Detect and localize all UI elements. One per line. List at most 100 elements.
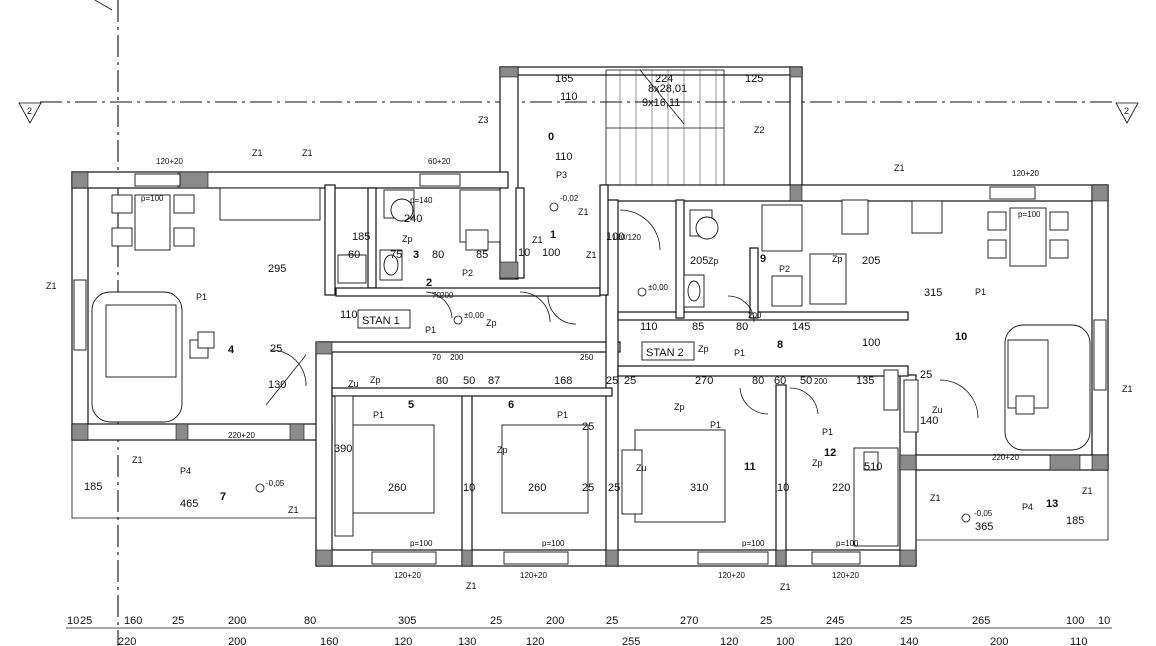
tag-z1-kitchen-b: Z1	[302, 148, 313, 158]
tag-p4-left: P4	[180, 466, 191, 476]
dim-bed-390: 390	[334, 443, 352, 455]
stair-steps-b: 9x16,11	[642, 97, 680, 109]
dim-r9-110: 110	[640, 321, 658, 333]
sill-room12: p=100	[836, 539, 859, 548]
furniture	[91, 187, 1091, 547]
dim-r9-145: 145	[792, 321, 810, 333]
bdim2-1: 200	[228, 636, 246, 646]
dimensions-room4: 295 25 130 110	[268, 263, 358, 391]
dim-r9-205a: 205	[690, 255, 708, 267]
bdim1-4: 200	[228, 615, 246, 627]
room-number-0: 0	[548, 131, 554, 143]
tag-p1-stan1: P1	[425, 325, 436, 335]
dimensions-terraces: 185 465 365 185	[84, 481, 1084, 533]
dim-bed-260a: 260	[388, 482, 406, 494]
tag-p1-stan2: P1	[734, 348, 745, 358]
dim-corr-87: 87	[488, 375, 500, 387]
terraces	[71, 440, 1109, 541]
tag-zp-room6: Zp	[497, 445, 508, 455]
dim-bed-25b: 25	[608, 482, 620, 494]
stan-2-label: STAN 2	[646, 347, 684, 359]
bdim2-0: 220	[118, 636, 136, 646]
dim-corr-250: 250	[580, 353, 594, 362]
tag-p4-right: P4	[1022, 502, 1033, 512]
room-number-10: 10	[955, 331, 967, 343]
dim-room3-185: 185	[352, 231, 370, 243]
tag-z1-bottom-b: Z1	[780, 582, 791, 592]
room-number-2: 2	[426, 277, 432, 289]
dimensions-mid-right: 25 270 80 60 50 200 135 25 140	[624, 369, 938, 427]
dim-mid-25: 25	[624, 375, 636, 387]
dim-room4-110: 110	[340, 309, 358, 321]
axis-marker-right: 2	[1115, 102, 1139, 124]
dimensions-room2: 70 200	[432, 291, 454, 300]
tag-z1-bottom-a: Z1	[466, 581, 477, 591]
dim-mid-80: 80	[752, 375, 764, 387]
level-texts: ±0,00 ±0,00 -0,02 -0,05 -0,05	[266, 194, 993, 518]
room-number-9: 9	[760, 253, 766, 265]
tag-z1-stair: Z1	[578, 207, 589, 217]
dim-room1-10: 10	[518, 247, 530, 259]
bdim1-3: 25	[172, 615, 184, 627]
tag-p1-room12: P1	[822, 427, 833, 437]
dim-bed-10a: 10	[463, 482, 475, 494]
level-terrace-left: -0,05	[266, 479, 285, 488]
sill-top-left: 120+20	[156, 157, 183, 166]
bdim2-5: 120	[526, 636, 544, 646]
tag-p1-room6: P1	[557, 410, 568, 420]
tag-p2-right: P2	[779, 264, 790, 274]
dim-corr-70: 70	[432, 353, 441, 362]
tag-z2: Z2	[754, 125, 765, 135]
stan-1-label: STAN 1	[362, 315, 400, 327]
sill-room4: p=100	[141, 194, 164, 203]
bdim1-1: 25	[80, 615, 92, 627]
dim-r9-100: 100	[862, 337, 880, 349]
dim-top-110: 110	[560, 91, 578, 103]
dimensions-room1: 10 100 110 100	[518, 151, 624, 259]
tag-p1-room10: P1	[975, 287, 986, 297]
level-stan2: ±0,00	[648, 283, 669, 292]
sill-terrace-left: 220+20	[228, 431, 255, 440]
room-number-6: 6	[508, 399, 514, 411]
dim-terrace-365: 365	[975, 521, 993, 533]
level-stair: -0,02	[560, 194, 579, 203]
stair-annotation: 8x28,01 9x16,11	[642, 83, 687, 109]
door-swings	[265, 209, 979, 419]
tag-z1-right-top: Z1	[894, 163, 905, 173]
bdim1-6: 305	[398, 615, 416, 627]
bdim1-16: 10	[1098, 615, 1110, 627]
dim-terrace-185a: 185	[84, 481, 102, 493]
tag-zp-bath2: Zp	[708, 256, 719, 266]
room-number-12: 12	[824, 447, 836, 459]
tag-z1-right: Z1	[1122, 384, 1133, 394]
dim-room3-75: 75	[390, 249, 402, 261]
sill-bottom-a: 120+20	[394, 571, 421, 580]
bdim2-4: 130	[458, 636, 476, 646]
tag-z1-terrace-left: Z1	[288, 505, 299, 515]
tag-z1-hall: Z1	[532, 235, 543, 245]
bdim1-10: 270	[680, 615, 698, 627]
tag-p2-left: P2	[462, 268, 473, 278]
sill-bottom-b: 120+20	[520, 571, 547, 580]
dim-corr-200: 200	[450, 353, 464, 362]
dimensions-bedrooms: 390 260 10 260 25 25 310 10 220 510	[334, 443, 882, 494]
dim-mid-270: 270	[695, 375, 713, 387]
dim-r9-200: 200	[748, 311, 762, 320]
dim-r9-205b: 205	[862, 255, 880, 267]
dim-mid-200: 200	[814, 377, 828, 386]
dim-r9-85: 85	[692, 321, 704, 333]
windows	[73, 173, 1107, 565]
bdim1-7: 25	[490, 615, 502, 627]
room-number-11: 11	[744, 461, 756, 473]
dim-mid-25b: 25	[920, 369, 932, 381]
tag-zu-room11: Zu	[636, 463, 647, 473]
bdim1-9: 25	[606, 615, 618, 627]
room-number-7: 7	[220, 491, 226, 503]
window-sills: p=100 p=100 p=140 p=100 p=100 p=100 p=10…	[141, 157, 1041, 580]
bdim1-14: 265	[972, 615, 990, 627]
dim-corr-168: 168	[554, 375, 572, 387]
dim-r9-315: 315	[924, 287, 942, 299]
dim-bed-260b: 260	[528, 482, 546, 494]
dim-room4-130: 130	[268, 379, 286, 391]
tag-zp-kitchen2: Zp	[832, 254, 843, 264]
